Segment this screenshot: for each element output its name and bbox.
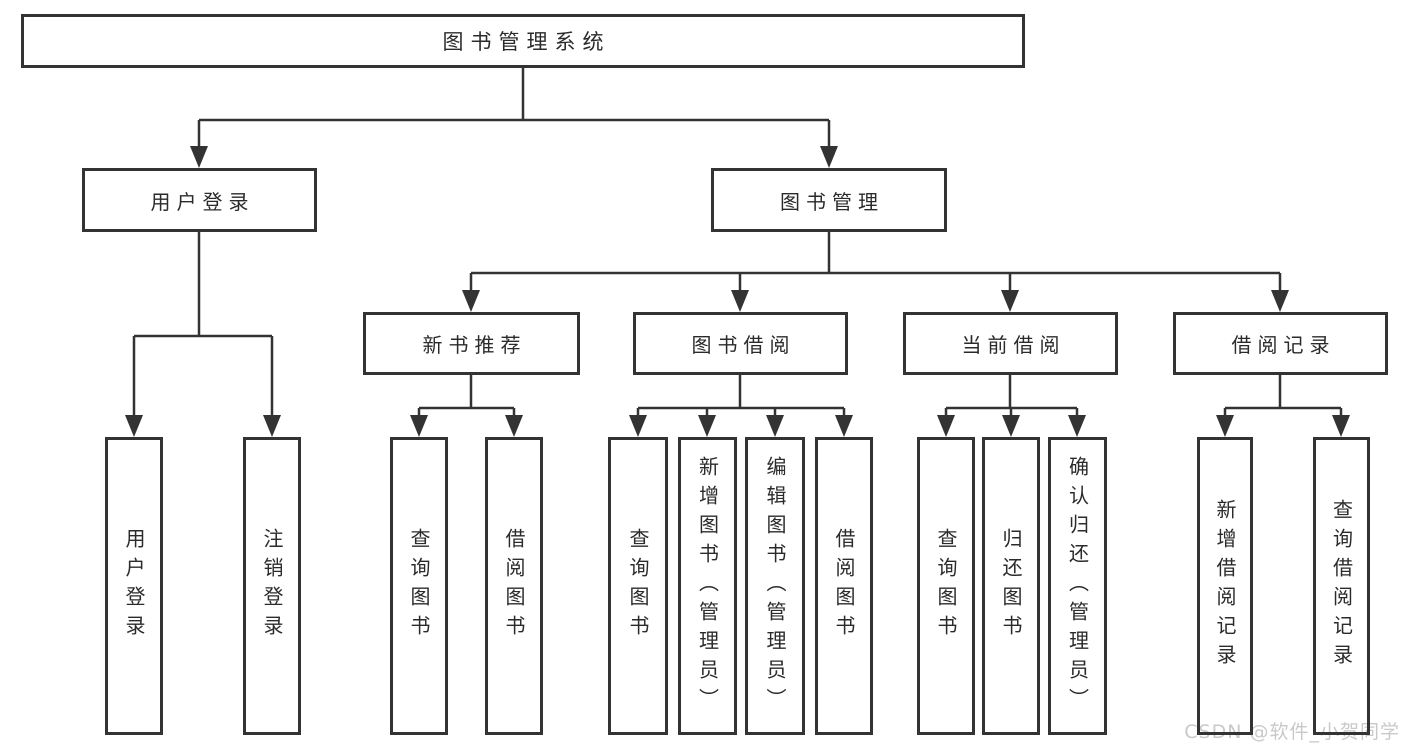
leaf-logout: 注销登录: [243, 437, 301, 735]
leaf-add-borrow-record: 新增借阅记录: [1197, 437, 1253, 735]
node-root-system: 图书管理系统: [21, 14, 1025, 68]
leaf-return-book: 归还图书: [982, 437, 1040, 735]
leaf-query-book-borrow: 查询图书: [608, 437, 668, 735]
leaf-borrow-book-recommend: 借阅图书: [485, 437, 543, 735]
node-current-borrow: 当前借阅: [903, 312, 1118, 375]
node-user-login: 用户登录: [82, 168, 317, 232]
node-book-borrow: 图书借阅: [633, 312, 848, 375]
leaf-confirm-return-admin: 确认归还（管理员）: [1048, 437, 1107, 735]
leaf-borrow-book: 借阅图书: [815, 437, 873, 735]
node-new-book-recommend: 新书推荐: [363, 312, 580, 375]
leaf-user-login: 用户登录: [105, 437, 163, 735]
node-borrow-records: 借阅记录: [1173, 312, 1388, 375]
leaf-edit-book-admin: 编辑图书（管理员）: [745, 437, 805, 735]
node-book-management: 图书管理: [711, 168, 947, 232]
leaf-add-book-admin: 新增图书（管理员）: [678, 437, 737, 735]
leaf-query-borrow-record: 查询借阅记录: [1313, 437, 1370, 735]
leaf-query-book-current: 查询图书: [917, 437, 975, 735]
csdn-watermark: CSDN @软件_小贺同学: [1184, 721, 1400, 743]
arrowheads: [125, 146, 1350, 437]
leaf-query-book-recommend: 查询图书: [390, 437, 448, 735]
